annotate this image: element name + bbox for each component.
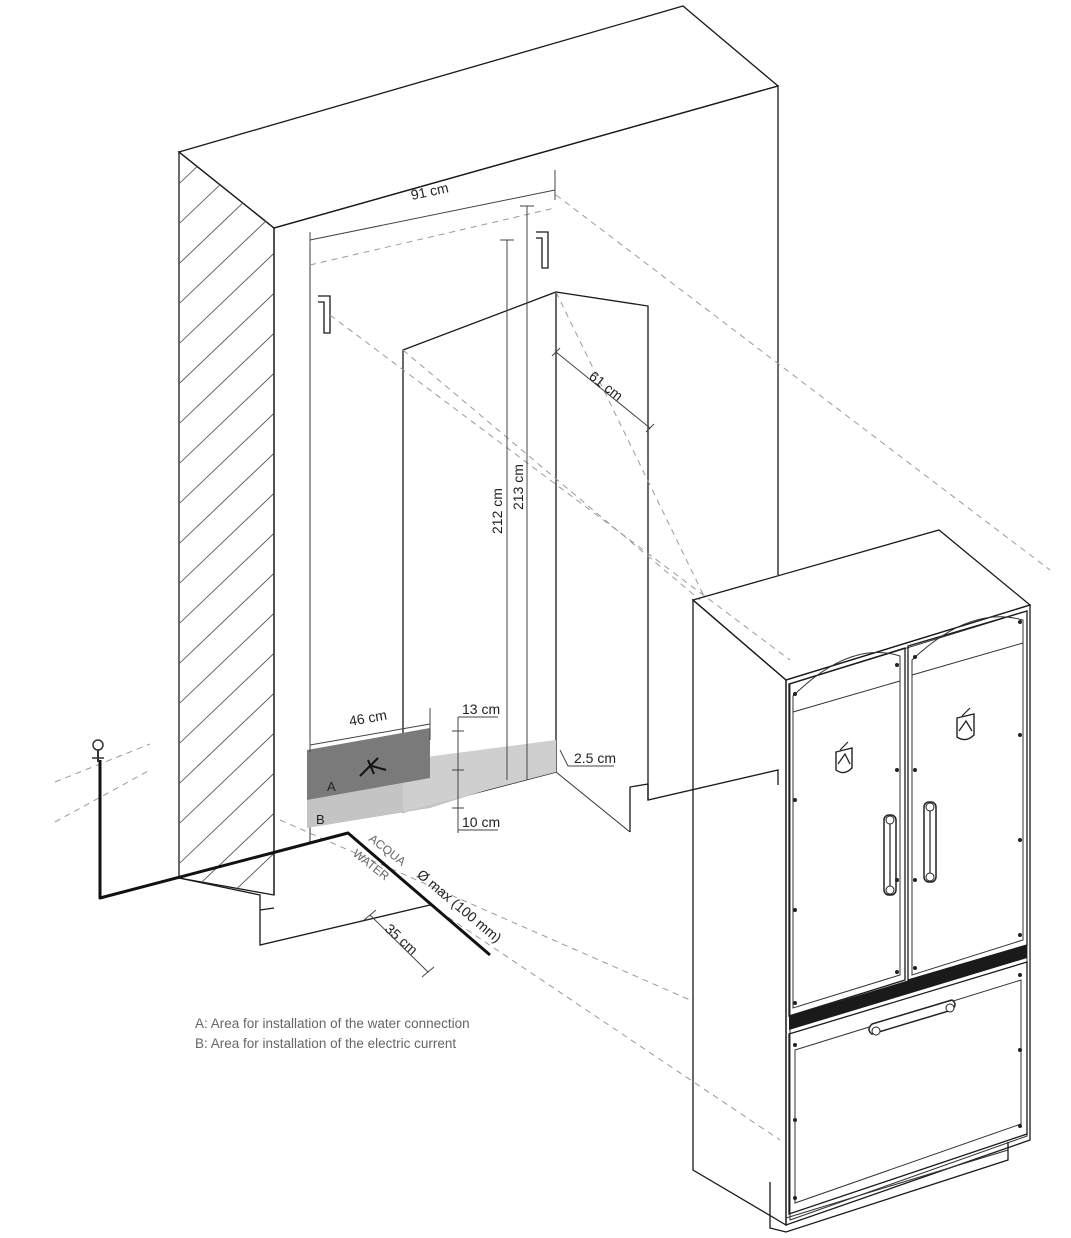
fridge-top: [691, 529, 1032, 681]
refrigerator: [691, 529, 1032, 1233]
freezer-drawer: [788, 961, 1028, 1215]
fridge-plinth: [769, 1142, 1009, 1233]
right-door: [907, 610, 1028, 981]
bracket-left: [318, 295, 331, 334]
dim-height-outer: 213 cm: [510, 464, 526, 510]
door-divider: [789, 945, 1027, 1030]
installation-areas: A B: [307, 728, 556, 828]
legend: A: Area for installation of the water co…: [195, 1016, 470, 1051]
hatching: [179, 152, 274, 895]
area-b-letter: B: [316, 812, 325, 827]
wall-side-hatched: [178, 150, 275, 896]
niche-right-wall: [555, 291, 649, 800]
area-a-letter: A: [327, 779, 336, 794]
rivets: [793, 620, 1022, 1200]
dim-area-a-height: 13 cm: [462, 701, 500, 717]
skirting-right: [629, 769, 779, 832]
dim-height-inner: 212 cm: [489, 488, 505, 534]
emblem-left-icon: [835, 741, 853, 774]
bracket-right: [536, 231, 549, 269]
wall-front-edge: [273, 85, 779, 575]
dim-depth: 61 cm: [586, 368, 626, 404]
wall-top-face: [177, 5, 780, 229]
fridge-side: [692, 598, 787, 1227]
skirting-left: [178, 877, 431, 946]
area-b-back: [403, 740, 556, 812]
handle-right-icon: [923, 801, 937, 883]
dim-area-b-height: 10 cm: [462, 814, 500, 830]
pipe-line: [98, 760, 491, 957]
emblem-right-icon: [956, 707, 975, 741]
dim-plinth: 2.5 cm: [574, 750, 616, 766]
projection-lines: [54, 194, 1051, 1141]
area-a-fill: [307, 728, 430, 800]
dim-width-total: 91 cm: [409, 179, 450, 203]
dim-water-offset: 35 cm: [382, 920, 421, 957]
valve-icon: [92, 739, 104, 762]
legend-line-b: B: Area for installation of the electric…: [195, 1036, 456, 1051]
handle-left-icon: [883, 814, 897, 896]
wall-niche: [177, 5, 780, 946]
legend-line-a: A: Area for installation of the water co…: [195, 1016, 470, 1031]
dim-area-width: 46 cm: [348, 707, 388, 729]
drawer-handle-icon: [868, 999, 956, 1036]
left-door: [788, 647, 906, 1017]
fridge-front: [785, 604, 1031, 1226]
water-tap-icon: [359, 757, 387, 777]
